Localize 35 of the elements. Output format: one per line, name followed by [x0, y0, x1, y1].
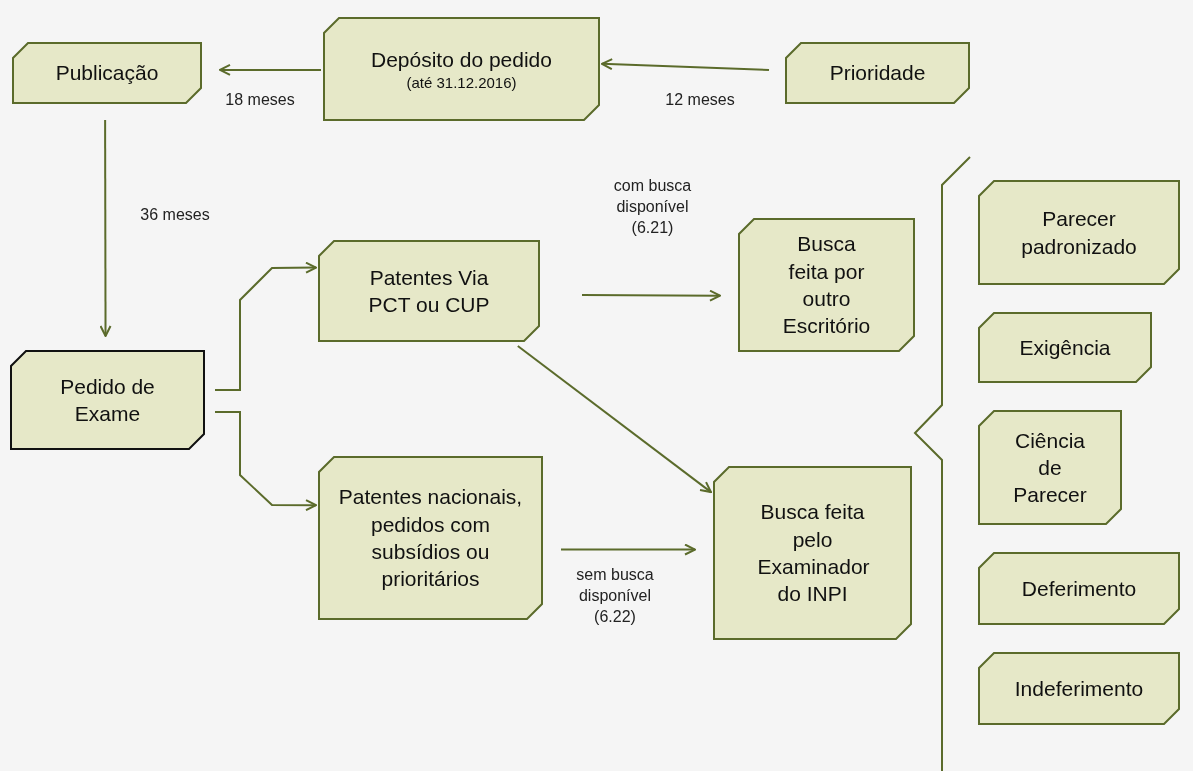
process-box [323, 17, 600, 121]
box-subtitle: (até 31.12.2016) [406, 73, 517, 92]
arrow [601, 58, 770, 71]
process-box [978, 312, 1152, 383]
box-label: Patentes Via PCT ou CUP [367, 264, 491, 318]
process-box [978, 552, 1180, 625]
box-label: Depósito do pedido [371, 47, 552, 74]
box-label: Parecer padronizado [1020, 206, 1138, 260]
process-box [738, 218, 915, 352]
box-label: Patentes nacionais, pedidos com subsídios ou prioritários [337, 484, 524, 593]
box-label: Exigência [1019, 334, 1111, 361]
process-box [318, 240, 540, 342]
box-label: Busca feita por outro Escritório [781, 231, 872, 340]
box-label: Deferimento [1021, 575, 1137, 602]
arrow [560, 543, 696, 556]
arrow [219, 63, 322, 76]
box-label: Pedido de Exame [59, 373, 156, 427]
arrow [581, 289, 721, 302]
process-box [713, 466, 912, 640]
process-box [978, 180, 1180, 285]
box-label: Indeferimento [1014, 675, 1144, 702]
process-box [12, 42, 202, 104]
process-box [785, 42, 970, 104]
arrow [99, 119, 112, 337]
arrow [214, 411, 317, 512]
box-label: Busca feita pelo Examinador do INPI [757, 499, 868, 608]
arrow [516, 345, 712, 494]
process-box [318, 456, 543, 620]
process-box [978, 652, 1180, 725]
box-label: Prioridade [829, 60, 926, 87]
process-box [10, 350, 205, 450]
box-label: Publicação [55, 60, 159, 87]
box-label: Ciência de Parecer [1012, 427, 1088, 509]
arrow [214, 261, 317, 391]
process-box [978, 410, 1122, 525]
